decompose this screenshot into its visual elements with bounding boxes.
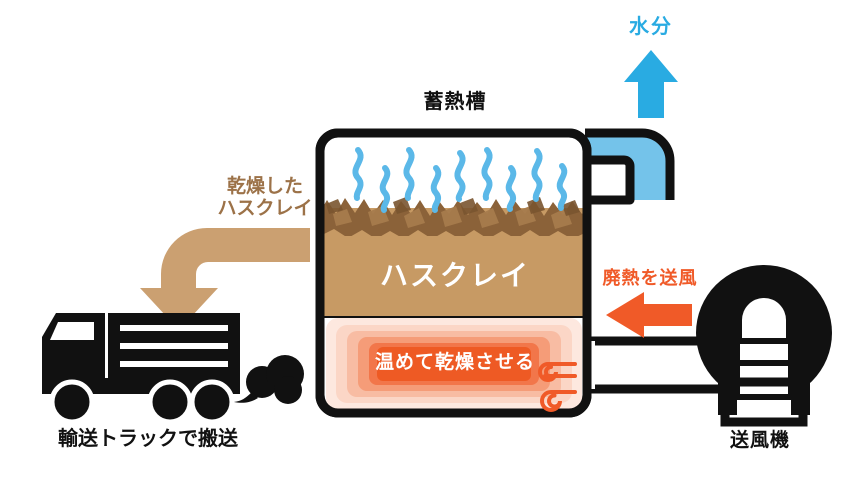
blower-fan-icon — [696, 265, 832, 427]
exhaust-puff-icon — [234, 355, 304, 404]
dried-material-label: 乾燥した ハスクレイ — [217, 176, 312, 221]
heating-glow — [326, 318, 582, 410]
material-label: ハスクレイ — [379, 260, 531, 291]
left-arrow-icon — [606, 292, 692, 338]
wind-spiral-icon — [538, 362, 577, 412]
elbow-down-arrow-icon — [140, 228, 310, 330]
waste-heat-label: 廃熱を送風 — [602, 268, 698, 288]
tank-title: 蓄熱槽 — [423, 91, 487, 113]
heating-label: 温めて乾燥させる — [374, 352, 536, 373]
heat-storage-tank — [315, 128, 592, 418]
blower-label: 送風機 — [729, 430, 791, 451]
steam-wisp-icon — [352, 147, 568, 213]
dried-material-line-1: 乾燥した — [226, 176, 304, 197]
moisture-label: 水分 — [629, 16, 673, 38]
moisture-pipe — [585, 128, 675, 205]
up-arrow-icon — [624, 50, 678, 118]
dried-material-line-2: ハスクレイ — [217, 198, 313, 220]
truck-label: 輸送トラックで搬送 — [58, 428, 238, 450]
truck-icon — [42, 313, 240, 425]
